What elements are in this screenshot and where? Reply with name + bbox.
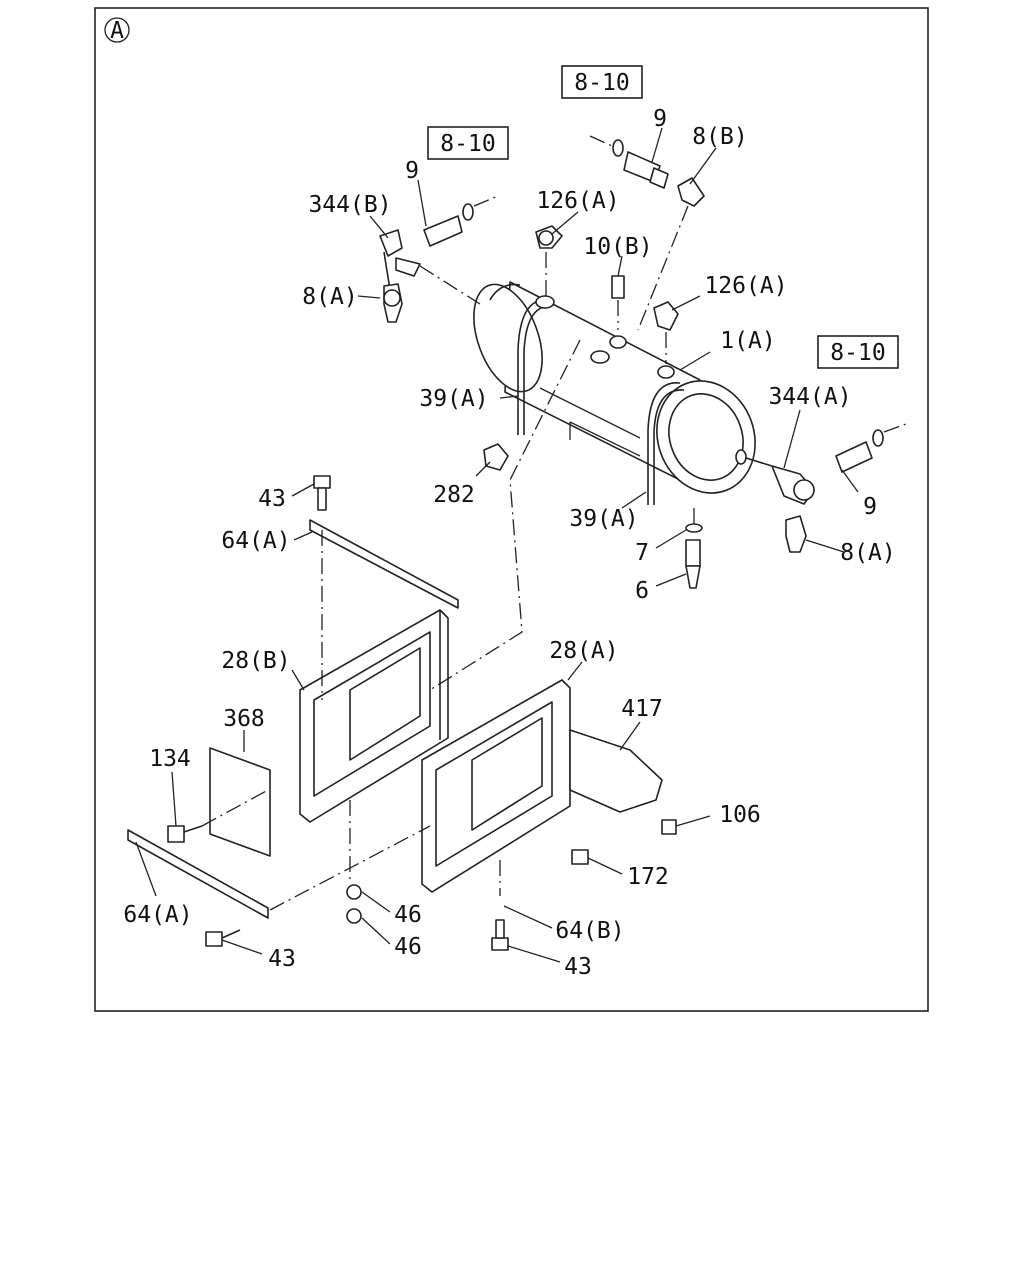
label-39a-top: 39(A) (419, 386, 488, 412)
label-28a: 28(A) (549, 638, 618, 664)
fitting-126a-right (653, 301, 679, 364)
ref-box-label: 8-10 (830, 340, 885, 366)
bracket-28a (421, 679, 571, 893)
label-64a-bottom: 64(A) (123, 902, 192, 928)
view-marker-letter: A (110, 18, 124, 44)
label-8a-right: 8(A) (840, 540, 895, 566)
label-64b: 64(B) (555, 918, 624, 944)
label-39a-bottom: 39(A) (569, 506, 638, 532)
drain-valve-6 (685, 508, 703, 589)
fitting-10b (611, 275, 625, 330)
fitting-8b (637, 177, 705, 331)
tank-band-right (647, 382, 681, 505)
label-28b: 28(B) (221, 648, 290, 674)
fitting-9-left (423, 195, 499, 247)
fitting-9-top (589, 135, 669, 189)
fitting-9-right (835, 423, 907, 473)
label-6: 6 (635, 578, 649, 604)
label-9-right: 9 (863, 494, 877, 520)
label-9-top: 9 (653, 106, 667, 132)
plate-368 (209, 747, 271, 857)
label-8a-left: 8(A) (302, 284, 357, 310)
bolt-43-top (313, 475, 331, 511)
label-10b: 10(B) (583, 234, 652, 260)
ref-box-label: 8-10 (574, 70, 629, 96)
ref-box-top-center: 8-10 (561, 65, 643, 99)
label-46-upper: 46 (394, 902, 422, 928)
label-46-lower: 46 (394, 934, 422, 960)
diagram-frame (94, 7, 929, 1012)
bolt-106 (661, 819, 677, 835)
label-7: 7 (635, 540, 649, 566)
bracket-417 (569, 729, 663, 813)
nut-172 (571, 849, 589, 865)
label-1a: 1(A) (720, 328, 775, 354)
label-134: 134 (149, 746, 191, 772)
label-9-left: 9 (405, 158, 419, 184)
air-tank (473, 281, 756, 505)
bolt-43-bottom-right (491, 919, 509, 951)
label-43-bottom-left: 43 (268, 946, 296, 972)
nut-46-lower (346, 908, 362, 924)
bolt-43-bottom-left (205, 929, 241, 947)
label-8b: 8(B) (692, 124, 747, 150)
label-106: 106 (719, 802, 761, 828)
label-64a-top: 64(A) (221, 528, 290, 554)
centre-line-tank-to-bracket (429, 339, 581, 691)
view-marker: A (104, 17, 130, 44)
clamp-282 (483, 443, 509, 471)
bracket-28b (299, 609, 449, 823)
strap-64a-top (309, 519, 459, 700)
fitting-8a-left (383, 283, 403, 323)
ref-box-top-left: 8-10 (427, 126, 509, 160)
label-126a-right: 126(A) (704, 273, 787, 299)
label-43-bottom-right: 43 (564, 954, 592, 980)
label-43-top: 43 (258, 486, 286, 512)
label-344b: 344(B) (308, 192, 391, 218)
ref-box-right: 8-10 (817, 335, 899, 369)
label-344a: 344(A) (768, 384, 851, 410)
label-282: 282 (433, 482, 475, 508)
fitting-344a (745, 457, 815, 505)
nut-46-upper (346, 884, 362, 900)
fitting-344b (379, 229, 481, 305)
leader-lines (135, 127, 859, 963)
label-172: 172 (627, 864, 669, 890)
label-368: 368 (223, 706, 265, 732)
ref-box-label: 8-10 (440, 131, 495, 157)
label-126a-top: 126(A) (536, 188, 619, 214)
label-417: 417 (621, 696, 663, 722)
fitting-126a-top (535, 225, 563, 296)
fitting-8a-right (785, 515, 807, 553)
